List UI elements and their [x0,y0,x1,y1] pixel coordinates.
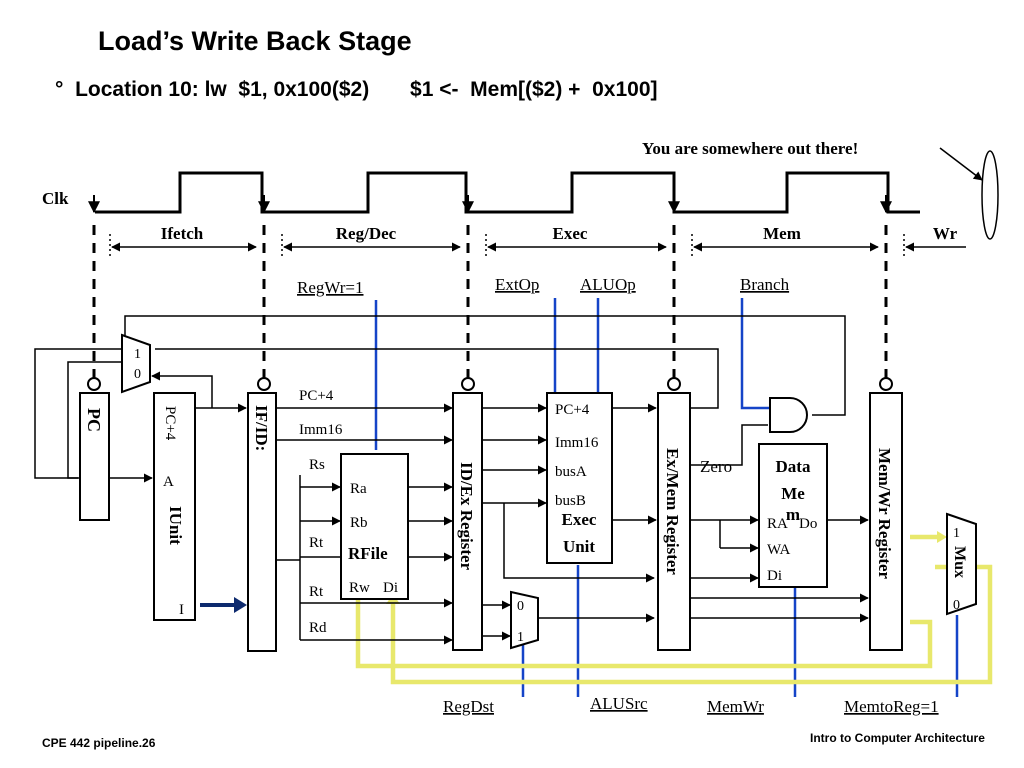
writeback-arrowheads [351,531,947,604]
iunit-label: IUnit [166,506,185,545]
regdst-label: RegDst [443,697,494,716]
location-ellipse [981,150,999,240]
pc-mux-in0: 0 [134,367,141,382]
slide-subtitle: ° Location 10: lw $1, 0x100($2) $1 <- Me… [55,78,658,101]
extop-label: ExtOp [495,275,539,294]
wb-mux-label: Mux [951,546,968,578]
iunit-port-i: I [179,602,184,618]
iunit-port-pc4: PC+4 [162,406,178,441]
datamem-port-wa: WA [767,542,790,558]
stage-wr: Wr [933,224,958,243]
exmem-register [657,392,691,651]
branch-label: Branch [740,275,790,294]
ifid-label: IF/ID: [252,405,271,451]
decode-wire-labels: PC+4 Imm16 Rs Rt Rt Rd [299,388,343,636]
footer-left: CPE 442 pipeline.26 [42,736,156,750]
memwr-label: MemWr [707,697,764,716]
branch-and-gate [769,397,808,433]
memwr-label: Mem/Wr Register [875,448,894,580]
slide-title: Load’s Write Back Stage [98,26,412,56]
wire-pc4-label: PC+4 [299,388,334,404]
wire-rs-label: Rs [309,457,325,473]
instruction-arrowhead [234,597,247,613]
wire-rt2-label: Rt [309,584,324,600]
exec-unit-label-1: Exec [562,510,597,529]
iunit-block [153,392,196,621]
regwr-label: RegWr=1 [297,278,364,297]
exec-port-imm16: Imm16 [555,435,599,451]
pc-mux [121,333,151,394]
exec-port-pc4: PC+4 [555,402,590,418]
data-memory [758,443,828,588]
exec-port-busa: busA [555,464,587,480]
branch-feedback-wires [34,315,846,479]
exec-wires [482,403,657,641]
pc-register [79,392,110,521]
writeback-mux [946,512,977,616]
rfile-port-rb: Rb [350,515,368,531]
stage-exec: Exec [553,224,588,243]
rfile-label: RFile [348,544,388,563]
clock-label: Clk [42,189,69,208]
clock-edge-arrows [88,195,892,214]
memwr-register [869,392,903,651]
idex-register [452,392,483,651]
stage-ifetch: Ifetch [161,224,204,243]
zero-label: Zero [700,457,732,476]
datamem-port-do: Do [799,516,817,532]
mem-wires [690,424,869,623]
iunit-port-a: A [163,474,174,490]
alusrc-label: ALUSrc [590,694,648,713]
regdst-mux-in0: 0 [517,599,524,614]
wire-imm16-label: Imm16 [299,422,343,438]
pc4-to-mux-wire [151,371,213,408]
datamem-port-di: Di [767,568,782,584]
stage-tick-marks [109,234,905,258]
exec-unit-label-2: Unit [563,537,595,556]
idex-label: ID/Ex Register [457,462,476,571]
datamem-port-ra: RA [767,516,788,532]
exec-port-busb: busB [555,493,586,509]
exec-unit [546,392,613,564]
datamem-label-2: Me [781,484,805,503]
stage-labels: Ifetch Reg/Dec Exec Mem Wr [161,224,958,243]
decode-wires [276,403,453,645]
ifid-register [247,392,277,652]
wire-rd-label: Rd [309,620,327,636]
control-labels-top: RegWr=1 ExtOp ALUOp Branch [297,275,790,297]
register-file [340,453,409,600]
rfile-port-ra: Ra [350,481,367,497]
memtoreg-label: MemtoReg=1 [844,697,939,716]
control-lines [374,298,959,697]
register-clock-bubbles [87,377,893,391]
control-labels-bottom: RegDst ALUSrc MemWr MemtoReg=1 [443,694,939,716]
datamem-label-1: Data [776,457,811,476]
note-arrow [939,147,983,181]
stage-mem: Mem [763,224,801,243]
aluop-label: ALUOp [580,275,636,294]
wire-rt1-label: Rt [309,535,324,551]
rfile-port-rw: Rw [349,580,370,596]
clock-waveform [95,171,920,214]
datamem-label-3: m [786,505,800,524]
note-text: You are somewhere out there! [642,139,858,158]
stage-boundaries [92,225,888,380]
rfile-port-di: Di [383,580,398,596]
pc-mux-in1: 1 [134,347,141,362]
regdst-mux [510,590,539,650]
regdst-mux-in1: 1 [517,630,524,645]
stage-regdec: Reg/Dec [336,224,397,243]
exmem-label: Ex/Mem Register [663,448,682,575]
wb-mux-in0: 0 [953,598,960,613]
pc-label: PC [84,408,104,432]
wb-mux-in1: 1 [953,526,960,541]
footer-right: Intro to Computer Architecture [810,731,985,745]
